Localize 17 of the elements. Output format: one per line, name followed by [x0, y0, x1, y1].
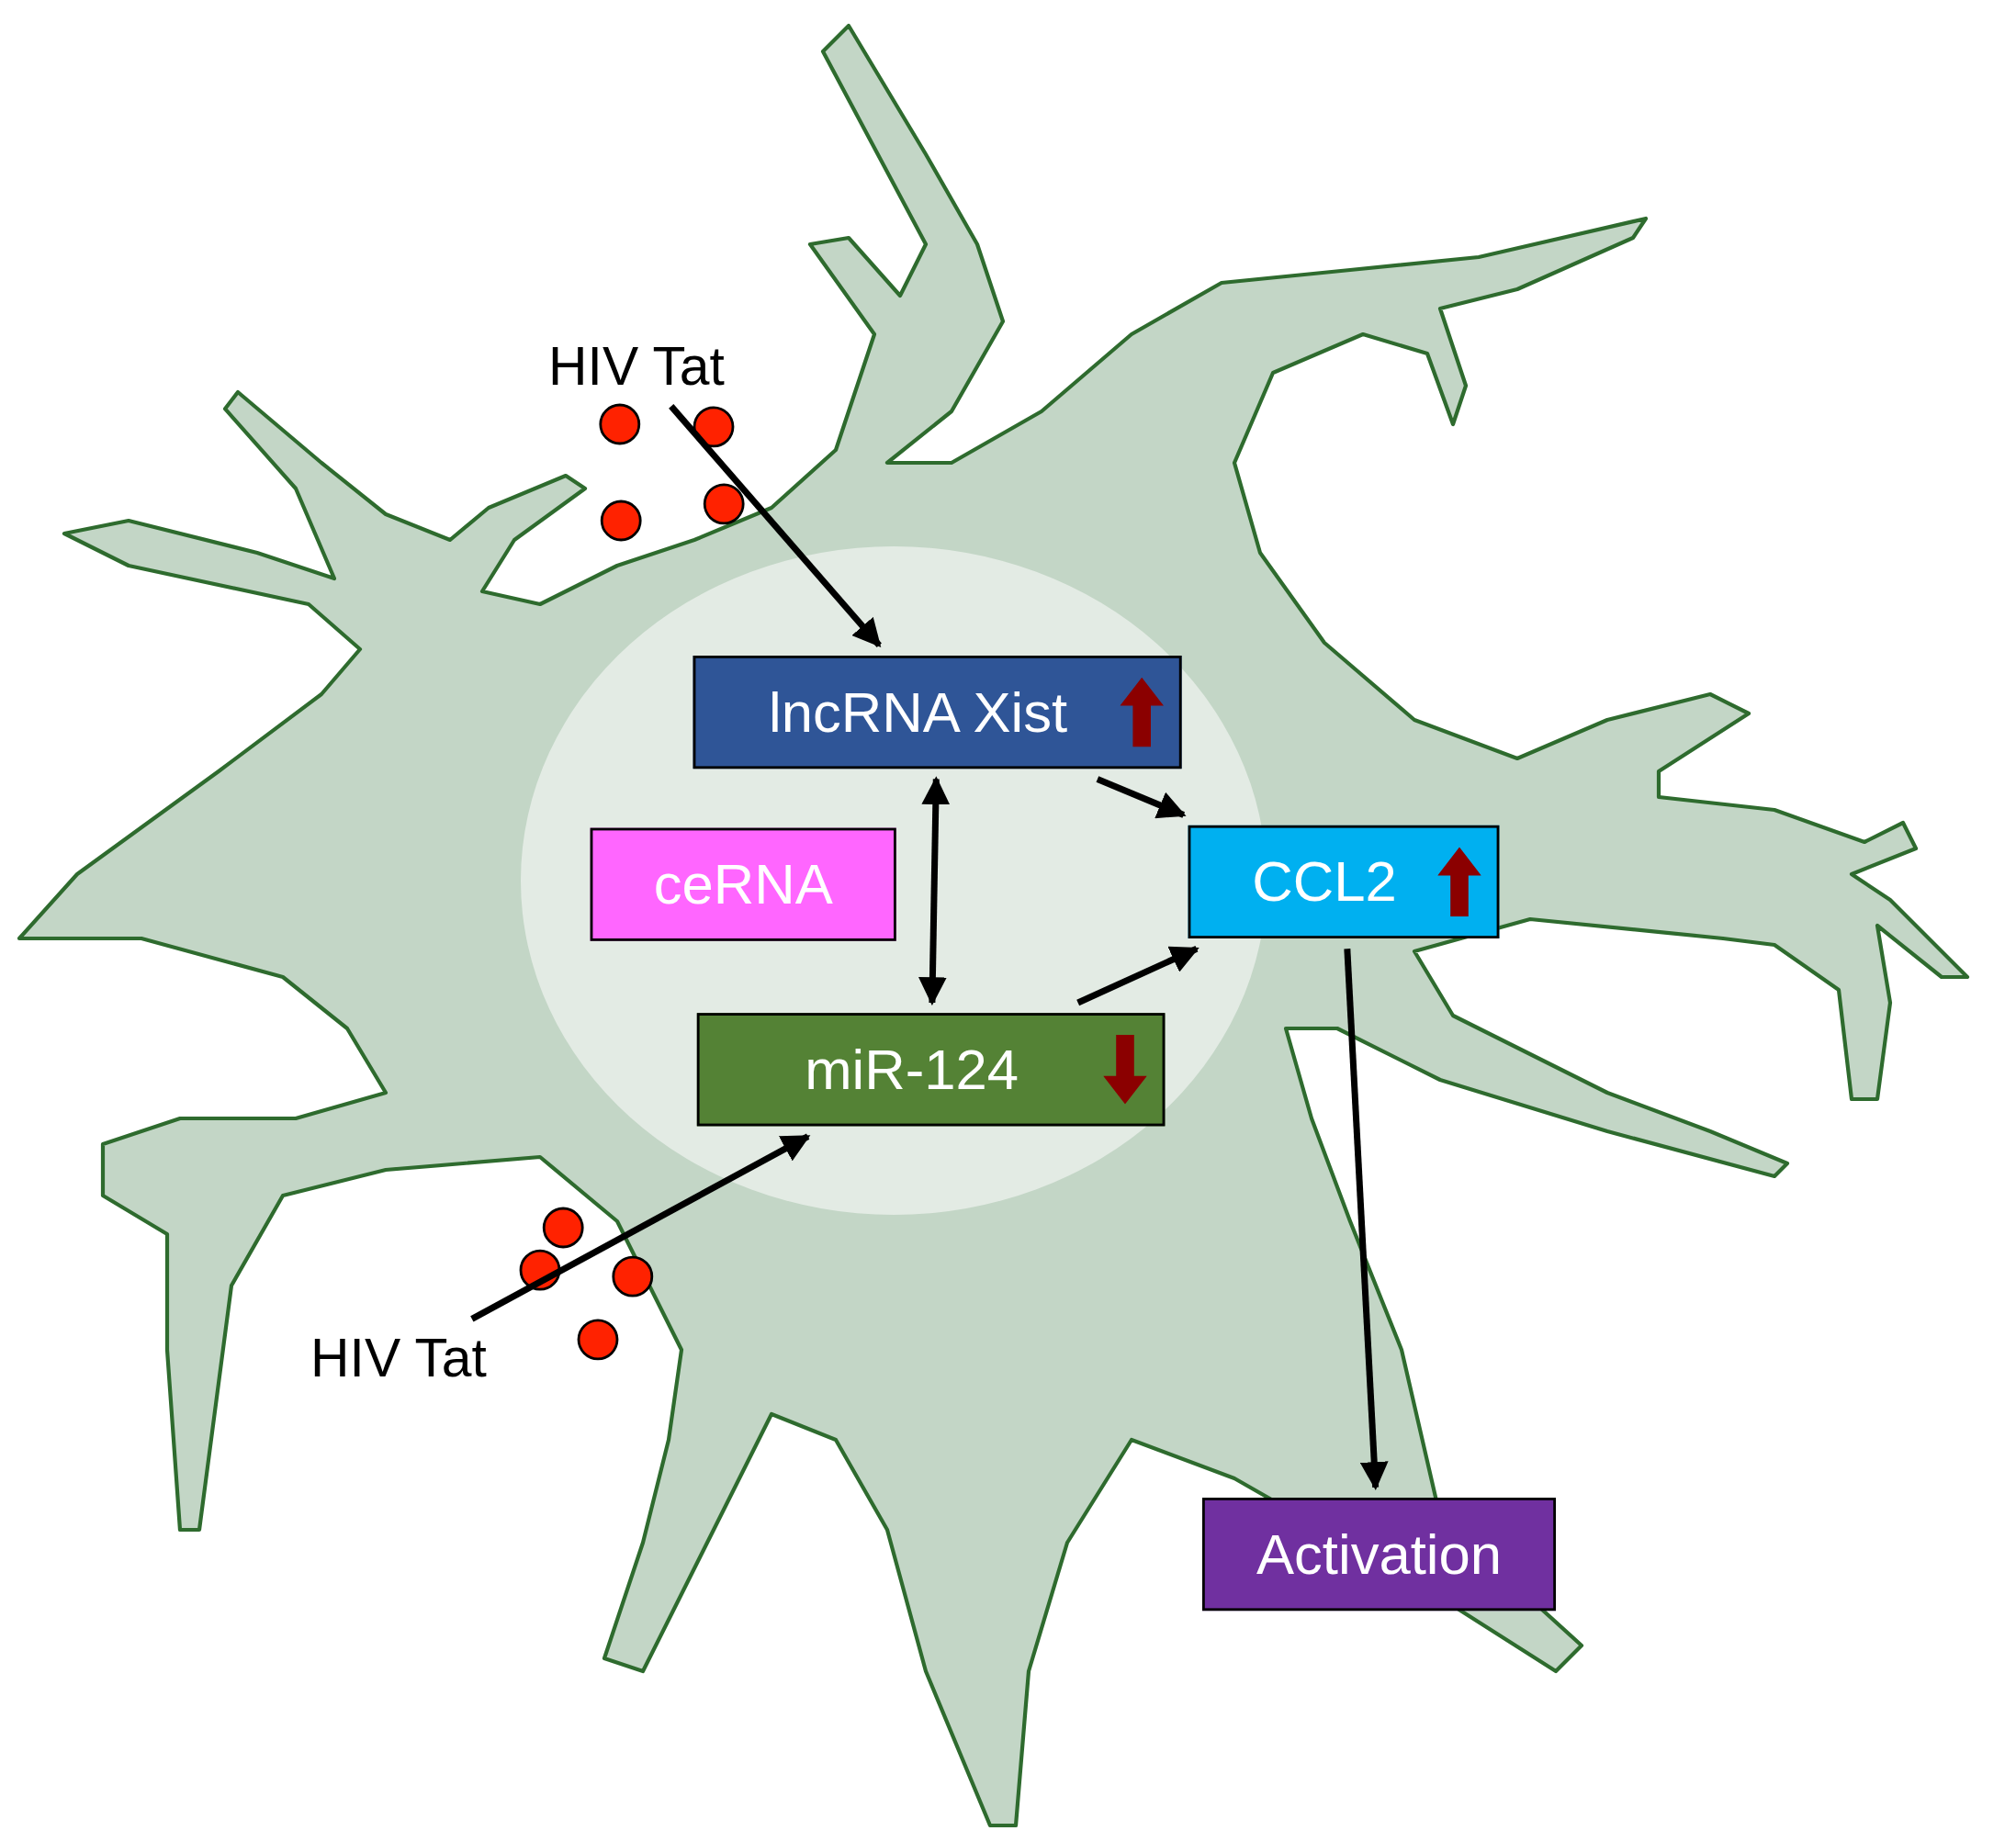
- arrow: [1076, 946, 1199, 1006]
- arrow: [470, 1133, 811, 1322]
- box-label: Activation: [1256, 1522, 1503, 1587]
- double-arrow: [918, 776, 951, 1006]
- process-box: [1188, 825, 1500, 938]
- process-box: [696, 1013, 1166, 1127]
- process-box: [693, 656, 1182, 769]
- box-label: lncRNA Xist: [769, 680, 1068, 745]
- box-label: CCL2: [1252, 849, 1397, 915]
- box-label: miR-124: [805, 1037, 1019, 1102]
- box-label: ceRNA: [653, 852, 833, 917]
- arrow: [669, 404, 882, 648]
- process-box: [1202, 1498, 1556, 1612]
- stimulus-label: HIV Tat: [521, 336, 752, 397]
- process-box: [590, 827, 896, 941]
- stimulus-label: HIV Tat: [283, 1329, 514, 1388]
- arrow: [1096, 776, 1187, 819]
